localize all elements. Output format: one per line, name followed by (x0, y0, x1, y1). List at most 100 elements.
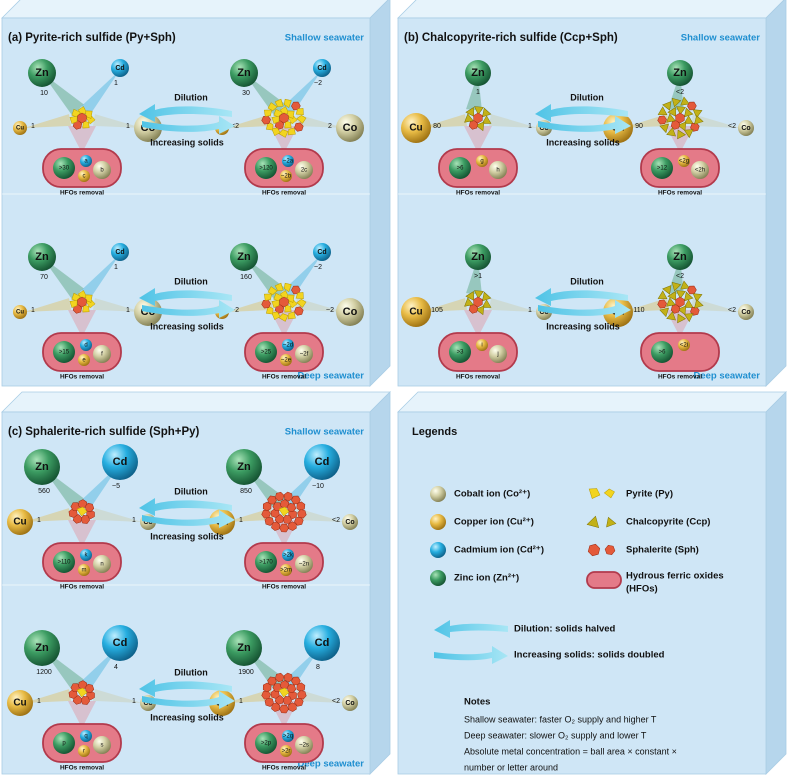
sphalerite-face (80, 515, 91, 524)
sphalerite-grain (675, 296, 685, 308)
sphalerite-face (279, 296, 289, 308)
pyrite-grain (85, 110, 93, 119)
ion-cone (24, 508, 72, 522)
chalcopyrite-face (475, 121, 485, 132)
co-label: Co (345, 700, 354, 707)
dilution-label: Dilution (174, 486, 208, 496)
chalcopyrite-grain (692, 293, 703, 303)
chalcopyrite-grain (677, 305, 687, 316)
chalcopyrite-face (481, 115, 492, 124)
co-value: <2 (332, 517, 340, 524)
sphalerite-grain (77, 296, 87, 308)
co-ion (336, 298, 364, 326)
co-ion (336, 114, 364, 142)
sphalerite-grain (687, 101, 697, 111)
dilution-label: Dilution (174, 92, 208, 102)
hfo-value: >30 (59, 166, 70, 172)
pyrite-face (271, 127, 281, 137)
pyrite-face (264, 109, 273, 117)
zn-ion (667, 60, 693, 86)
sphalerite-grain (296, 501, 306, 512)
hfo-ion (78, 354, 90, 366)
hfo-label: HFOs removal (658, 190, 702, 197)
cu-value: <2 (231, 123, 239, 130)
zn-value: 30 (242, 90, 250, 97)
chalcopyrite-face (676, 106, 686, 115)
sphalerite-face (274, 695, 285, 705)
sphalerite-face (86, 690, 95, 701)
hfo-value: k (85, 553, 89, 559)
co-value: <2 (332, 698, 340, 705)
chalcopyrite-face (606, 516, 617, 528)
chalcopyrite-grain (671, 97, 682, 108)
cu-value: 1 (31, 123, 35, 130)
chalcopyrite-face (659, 307, 669, 318)
cd-ion (304, 625, 340, 661)
zn-label: Zn (237, 642, 251, 654)
hfo-label: HFOs removal (262, 190, 306, 197)
sphalerite-face (687, 285, 697, 295)
sphalerite-grain (291, 495, 301, 505)
increasing-arrow (538, 300, 631, 318)
shallow-label: Shallow seawater (285, 427, 365, 438)
notes-title: Notes (464, 697, 490, 708)
chalcopyrite-grain (481, 299, 492, 308)
hfo-value: b (100, 168, 104, 174)
cd-value: 1 (114, 80, 118, 87)
chalcopyrite-grain (683, 129, 694, 139)
increasing-arrow (142, 510, 235, 528)
sphalerite-grain (267, 676, 277, 686)
chalcopyrite-face (694, 115, 704, 125)
sphalerite-grain (80, 515, 91, 524)
zn-ion (465, 60, 491, 86)
hfo-ion (280, 564, 292, 576)
cd-value: ~2 (314, 264, 322, 271)
sphalerite-face (297, 509, 307, 519)
cu-ion (7, 690, 33, 716)
sphalerite-grain (86, 690, 95, 701)
mineral-cluster (68, 499, 95, 524)
chalcopyrite-grain (671, 281, 682, 292)
sphalerite-face (283, 491, 293, 502)
chalcopyrite-grain (464, 297, 474, 307)
zn-value: >1 (474, 273, 482, 280)
ion-cone (464, 310, 492, 337)
co-value: <2 (728, 307, 736, 314)
mineral-cluster (261, 672, 307, 714)
legend-title: Legends (412, 426, 457, 438)
cu-value: 1 (239, 698, 243, 705)
pyrite-grain (283, 98, 292, 109)
co-label: Co (343, 122, 358, 134)
hfo-ion (489, 345, 507, 363)
panel-title: (c) Sphalerite-rich sulfide (Sph+Py) (8, 426, 200, 438)
chalcopyrite-grain (694, 115, 704, 125)
sphalerite-grain (282, 515, 293, 524)
sphalerite-grain (675, 112, 685, 124)
cu-label: Cu (13, 517, 26, 528)
box-top (397, 391, 787, 413)
ion-cone (226, 114, 274, 128)
ion-cone (295, 298, 344, 312)
ion-cone (226, 689, 274, 703)
dilution-label: Dilution (174, 667, 208, 677)
hfo-value: <2g (679, 159, 689, 165)
pyrite-face (278, 313, 289, 322)
sphalerite-grain (657, 299, 667, 309)
cu-ion (13, 121, 27, 135)
pyrite-face (85, 294, 93, 303)
chalcopyrite-face (671, 281, 682, 292)
chalcopyrite-grain (667, 107, 677, 117)
pyrite-face (287, 127, 296, 136)
hfo-value: n (100, 562, 103, 568)
chalcopyrite-grain (680, 96, 690, 106)
box-top (397, 0, 785, 19)
ion-cone (622, 114, 670, 128)
increasing-arrow (538, 116, 631, 134)
pyrite-face (69, 115, 78, 124)
